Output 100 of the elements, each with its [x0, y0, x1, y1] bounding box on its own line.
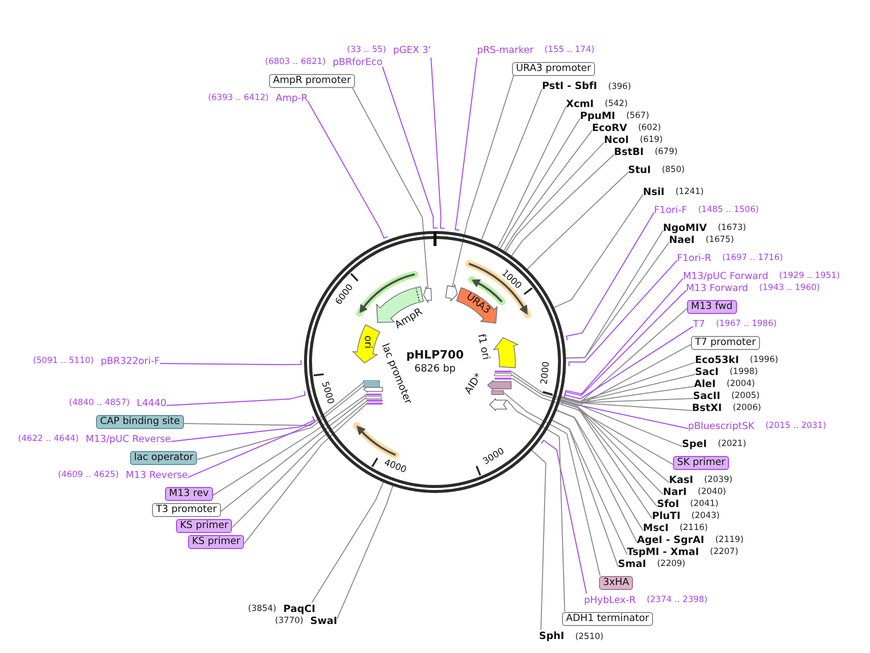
leader-line — [170, 416, 315, 442]
leader-line — [352, 87, 428, 289]
primer-name: pHybLex-R — [584, 594, 636, 606]
enzyme-name: BstBI — [614, 146, 644, 158]
enzyme-name: SmaI — [618, 558, 646, 570]
cut-site-position: (1673) — [718, 223, 746, 234]
leader-line — [183, 381, 364, 426]
primer-binding-range: (4622 .. 4644) — [18, 434, 79, 445]
leader-line — [430, 57, 446, 229]
primer-binding-range: (6803 .. 6821) — [265, 57, 326, 68]
leader-line — [560, 397, 692, 411]
feature-label: AmpR promoter — [269, 74, 355, 88]
cut-site-position: (679) — [654, 147, 678, 158]
enzyme-name: PpuMI — [580, 110, 616, 122]
primer-binding-range: (2374 .. 2398) — [646, 595, 708, 606]
primer-name: F1ori-F — [654, 204, 688, 216]
primer-binding-range: (4609 .. 4625) — [58, 470, 119, 481]
leader-line — [552, 420, 618, 567]
cut-site-position: (850) — [662, 165, 685, 176]
leader-line — [307, 100, 388, 239]
enzyme-name: PstI - SbfI — [542, 81, 598, 93]
primer-binding-range: (33 .. 55) — [347, 45, 386, 56]
primer-name: pGEX 3' — [393, 44, 432, 56]
enzyme-name: PaqCI — [283, 604, 316, 616]
cut-site-position: (2510) — [575, 632, 604, 642]
enzyme-name: SwaI — [310, 616, 338, 628]
feature-label: M13 rev — [165, 486, 213, 500]
feature-label: KS primer — [188, 534, 244, 548]
leader-line — [560, 362, 696, 402]
feature-label: ADH1 terminator — [562, 612, 654, 626]
feature-label: M13 fwd — [687, 300, 737, 314]
enzyme-name: KasI — [669, 474, 694, 486]
cut-site-position: (1998) — [730, 367, 758, 378]
enzyme-name: SfoI — [657, 498, 680, 510]
cut-site-position: (2119) — [715, 535, 744, 546]
leader-line — [232, 400, 368, 528]
leader-line — [500, 118, 580, 249]
leader-line — [220, 397, 366, 512]
feature-bar — [365, 393, 383, 396]
enzyme-name: BstXI — [692, 402, 722, 414]
leader-line — [336, 486, 394, 620]
cut-site-position: (3770) — [275, 616, 304, 627]
enzyme-name: XcmI — [566, 98, 594, 110]
enzyme-name: AgeI - SgrAI — [637, 534, 704, 546]
cut-site-position: (3854) — [248, 604, 276, 615]
primer-name: M13 Forward — [686, 282, 748, 294]
cut-site-position: (2041) — [690, 499, 718, 510]
feature-bar — [494, 370, 513, 374]
plasmid-name: pHLP700 — [406, 348, 464, 362]
enzyme-name: TspMI - XmaI — [627, 546, 699, 558]
primer-binding-range: (1943 .. 1960) — [759, 283, 820, 294]
cut-site-position: (2004) — [726, 379, 755, 390]
primer-name: pBR322ori-F — [100, 356, 160, 368]
primer-name: pBRforEco — [332, 56, 382, 68]
cut-site-position: (396) — [608, 82, 632, 92]
cut-site-position: (2116) — [680, 523, 708, 534]
primer-name: pBluescriptSK — [688, 420, 754, 432]
leader-line — [506, 400, 566, 612]
feature-bar — [494, 376, 513, 380]
leader-line — [559, 401, 664, 495]
scale-label: 2000 — [540, 361, 553, 385]
primer-binding-range: (5091 .. 5110) — [33, 356, 94, 367]
primer-binding-range: (1697 .. 1716) — [722, 253, 783, 264]
feature-label: CAP binding site — [96, 414, 184, 428]
feature-segment — [492, 336, 518, 368]
leader-line — [504, 392, 601, 576]
cut-site-position: (2005) — [731, 391, 760, 402]
leader-line — [556, 410, 644, 531]
cut-site-position: (2209) — [657, 559, 686, 570]
leader-line — [559, 400, 670, 483]
enzyme-name: NarI — [663, 486, 687, 498]
cut-site-position: (2021) — [718, 439, 746, 450]
primer-binding-range: (2015 .. 2031) — [765, 421, 826, 432]
primer-binding-range: (1929 .. 1951) — [779, 271, 840, 282]
leader-line — [166, 390, 306, 406]
leader-line — [512, 344, 692, 406]
enzyme-name: Eco53kI — [695, 354, 739, 366]
leader-line — [560, 374, 696, 402]
feature-bar — [366, 399, 384, 402]
feature-segment — [423, 286, 432, 303]
plasmid-backbone-ring — [304, 231, 566, 493]
cut-site-position: (567) — [626, 111, 650, 122]
feature-segment — [444, 284, 458, 302]
feature-segment — [486, 380, 512, 390]
feature-label: KS primer — [176, 518, 232, 532]
enzyme-name: NaeI — [669, 234, 695, 246]
feature-label: 3xHA — [599, 576, 634, 590]
leader-line — [196, 385, 364, 460]
cut-site-position: (619) — [640, 135, 663, 146]
feature-label: SK primer — [673, 456, 730, 470]
cut-site-position: (2039) — [704, 475, 732, 486]
leader-line — [568, 260, 678, 367]
primer-binding-range: (1967 .. 1986) — [716, 319, 777, 330]
primer-binding-range: (1485 .. 1506) — [698, 205, 759, 216]
leader-line — [212, 394, 366, 496]
enzyme-name: PluTI — [652, 510, 680, 522]
leader-line — [505, 142, 604, 252]
leader-line — [552, 420, 628, 555]
leader-line — [556, 410, 638, 543]
feature-name: f1 ori — [474, 333, 492, 362]
